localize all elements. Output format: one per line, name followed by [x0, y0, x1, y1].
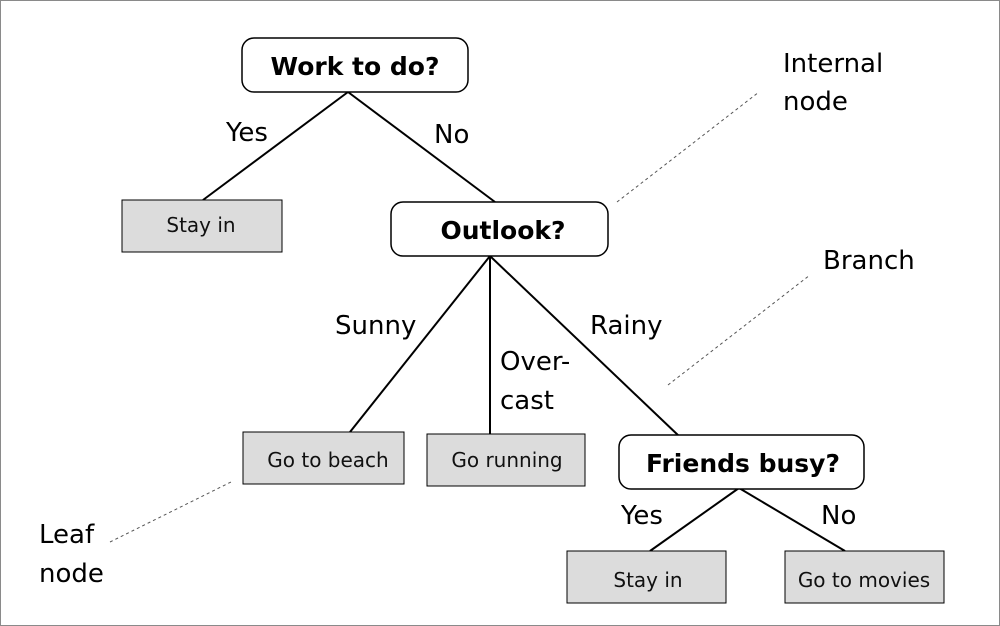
- node-work-to-do: Work to do?: [271, 52, 440, 81]
- edge-outlook-beach: [349, 255, 491, 433]
- edge-label-yes-1: Yes: [225, 118, 268, 148]
- leaf-go-to-beach-box: [242, 431, 405, 485]
- leaf-stay-in-1-box: [121, 199, 283, 253]
- edge-friends-stay-in: [649, 487, 740, 552]
- annotation-branch: Branch: [823, 246, 915, 276]
- annotation-internal-line-2: node: [783, 87, 848, 117]
- edge-label-yes-2: Yes: [620, 501, 663, 531]
- node-work-to-do-box: [241, 37, 469, 93]
- edge-label-no-2: No: [821, 501, 856, 531]
- node-outlook-box: [390, 201, 609, 257]
- annotation-leaf-line-1: Leaf: [39, 520, 95, 550]
- callout-branch: [667, 274, 811, 386]
- edge-label-no-1: No: [434, 120, 469, 150]
- edge-outlook-friends: [489, 255, 681, 438]
- edge-root-outlook: [347, 91, 496, 203]
- callout-internal-node: [616, 91, 760, 203]
- annotation-internal-line-1: Internal: [783, 49, 883, 79]
- edge-label-rainy: Rainy: [590, 311, 663, 341]
- callout-leaf-node: [109, 481, 232, 543]
- leaf-stay-in-2: Stay in: [613, 568, 682, 592]
- leaf-go-running-box: [426, 433, 586, 487]
- edge-label-overcast-2: cast: [500, 386, 554, 416]
- leaf-go-to-movies-box: [784, 550, 945, 604]
- leaf-stay-in-1: Stay in: [166, 213, 235, 237]
- leaf-go-running: Go running: [451, 448, 562, 472]
- annotation-leaf-line-2: node: [39, 559, 104, 589]
- leaf-go-to-beach: Go to beach: [267, 448, 388, 472]
- node-outlook: Outlook?: [440, 216, 565, 245]
- edge-root-stay-in: [202, 91, 349, 201]
- leaf-go-to-movies: Go to movies: [798, 568, 930, 592]
- edge-label-overcast-1: Over-: [500, 347, 570, 377]
- node-friends-busy-box: [618, 434, 865, 490]
- edge-label-sunny: Sunny: [335, 311, 416, 341]
- edge-friends-movies: [738, 487, 846, 552]
- leaf-stay-in-2-box: [566, 550, 727, 604]
- node-friends-busy: Friends busy?: [646, 449, 840, 478]
